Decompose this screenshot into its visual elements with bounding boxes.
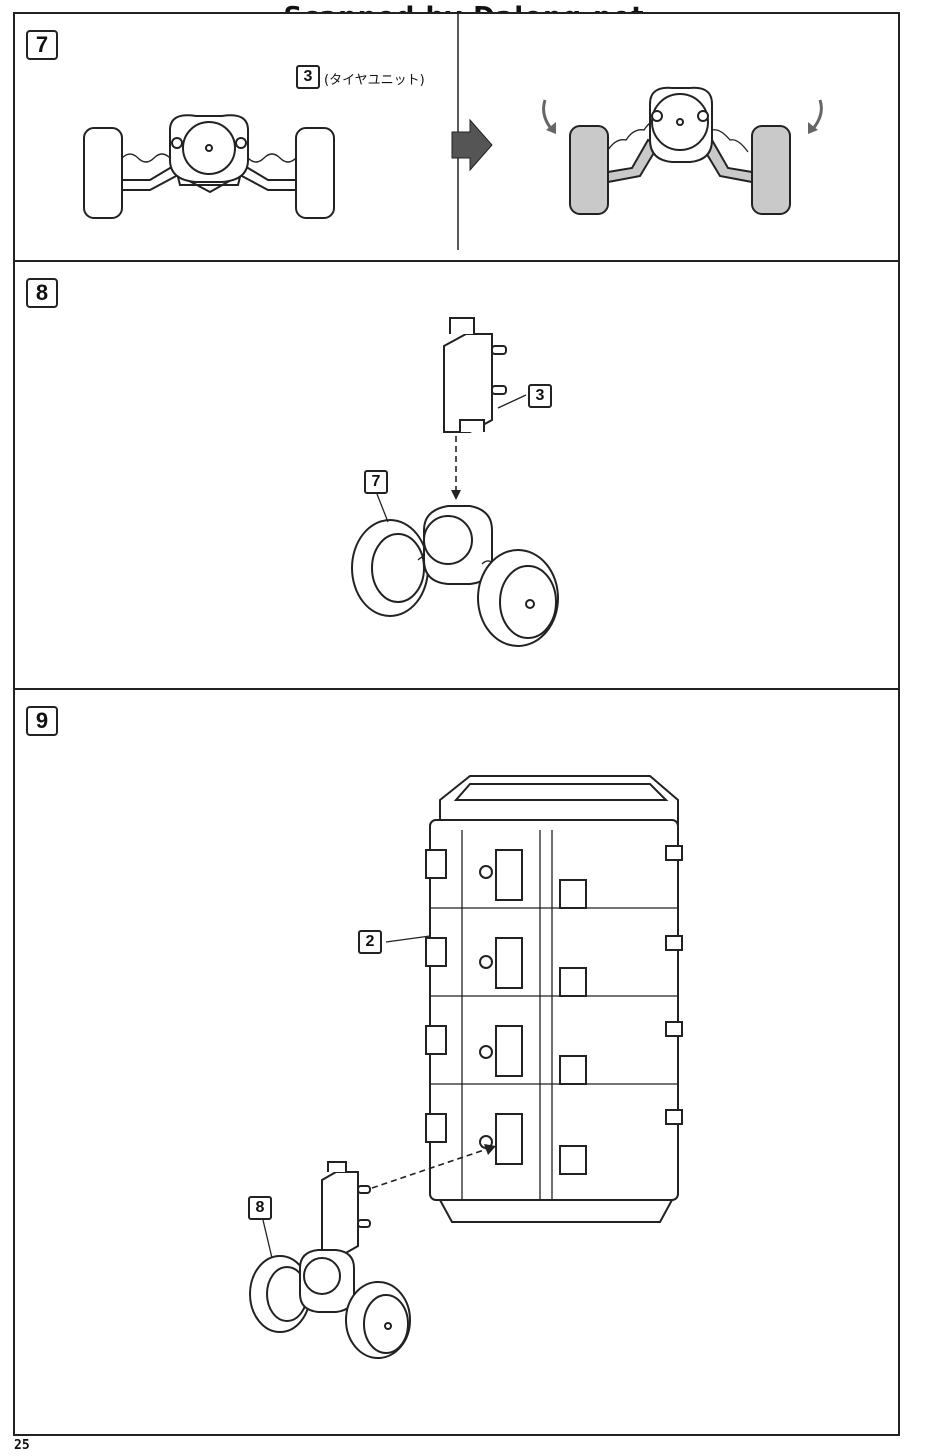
part-2-callout: 2: [358, 930, 382, 954]
connector-bracket-icon: [321, 1161, 371, 1255]
step-7-number: 7: [26, 30, 58, 60]
page-number: 25: [14, 1438, 30, 1453]
tire-unit-icon: [569, 86, 791, 215]
tire-unit-icon: [351, 505, 559, 647]
step-8-number: 8: [26, 278, 58, 308]
tire-unit-note: (タイヤユニット): [324, 73, 425, 88]
rotate-arrow-icon: [808, 99, 823, 134]
container-block-icon: [425, 775, 683, 1223]
part-3-callout: 3: [296, 65, 320, 89]
rotate-arrow-icon: [542, 99, 556, 134]
tire-unit-icon: [83, 114, 335, 219]
step-9-number: 9: [26, 706, 58, 736]
part-8-callout: 8: [248, 1196, 272, 1220]
arrow-right-icon: [451, 118, 493, 172]
part-7-callout: 7: [364, 470, 388, 494]
part-3-callout: 3: [528, 384, 552, 408]
tire-unit-icon: [249, 1249, 411, 1359]
connector-bracket-icon: [443, 317, 507, 433]
